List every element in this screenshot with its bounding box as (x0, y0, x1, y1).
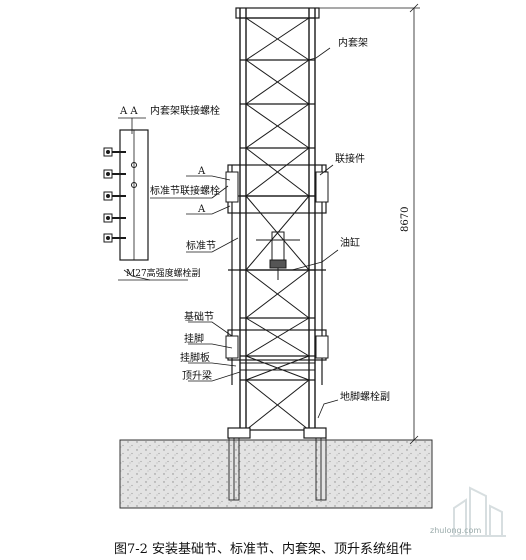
bolt-0 (103, 147, 126, 157)
hydraulic-cylinder (256, 231, 300, 280)
label-hanging-plate: 挂脚板 (180, 351, 210, 364)
mast-brace-4-1 (245, 195, 310, 271)
lift-beam (239, 355, 316, 381)
mast-brace-3-1 (245, 147, 310, 197)
mast-brace-1-1 (245, 59, 310, 105)
mast-brace-6-1 (245, 317, 310, 357)
concrete-foundation (119, 439, 433, 509)
building-icon (450, 486, 506, 537)
label-std-section-bolt: 标准节联接螺栓 (150, 184, 220, 197)
mast-brace-0-1 (245, 17, 310, 61)
label-anchor-bolt: 地脚螺栓副 (340, 390, 390, 403)
label-inner-frame: 内套架 (338, 36, 368, 49)
label-lift-beam: 顶升梁 (182, 369, 212, 382)
label-base-section: 基础节 (184, 310, 214, 323)
bolt-3 (103, 213, 126, 223)
section-aa-detail (103, 129, 149, 261)
mast-brace-2-1 (245, 103, 310, 149)
bolt-column (103, 147, 126, 243)
mast-top-cap (235, 7, 320, 19)
mast-brace-8-1 (245, 379, 310, 431)
mast-chords (239, 8, 316, 436)
label-height-dimension: 8670 (400, 207, 411, 232)
label-marker-a-bottom: A (197, 204, 206, 215)
watermark-text: zhulong.com (430, 526, 482, 535)
label-section-aa: A A (119, 106, 138, 117)
label-cylinder: 油缸 (340, 236, 360, 249)
bolt-4 (103, 233, 126, 243)
label-std-section: 标准节 (186, 240, 216, 252)
connector-plates (225, 171, 329, 359)
label-inner-frame-bolt: 内套架联接螺栓 (150, 104, 220, 117)
base-plates (227, 427, 327, 439)
inner-frame-sleeve (227, 164, 327, 385)
bolt-2 (103, 191, 126, 201)
label-m27-bolt: M27高强度螺栓副 (126, 267, 201, 279)
mast-bracing (245, 17, 310, 431)
leader-lines (118, 47, 339, 419)
figure-caption: 图7-2 安装基础节、标准节、内套架、顶升系统组件 (113, 542, 413, 557)
label-marker-a-top: A (197, 166, 206, 177)
mast-brace-5-1 (245, 269, 310, 319)
bolt-1 (103, 169, 126, 179)
height-dimension (318, 3, 420, 445)
label-hanging-foot: 挂脚 (184, 332, 204, 345)
label-connector: 联接件 (335, 152, 365, 165)
